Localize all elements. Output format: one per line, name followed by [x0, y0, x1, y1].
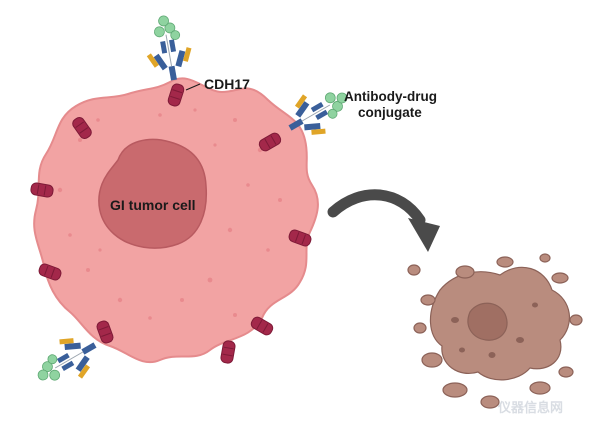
cdh17-receptor-icon — [248, 314, 276, 338]
adc-label-line2: conjugate — [358, 105, 422, 120]
cdh17-leader-line — [185, 83, 201, 91]
dead-cell-icon — [407, 253, 583, 409]
antibody-drug-conjugate-icon — [139, 11, 197, 85]
tumor-cell — [33, 77, 319, 364]
cdh17-label: CDH17 — [204, 76, 250, 92]
nucleus — [98, 138, 208, 249]
adc-label-line1: Antibody-drug — [344, 89, 437, 104]
watermark-text: 仪器信息网 — [497, 400, 563, 415]
curved-arrow-icon — [327, 189, 440, 252]
cell-label: GI tumor cell — [110, 197, 196, 213]
